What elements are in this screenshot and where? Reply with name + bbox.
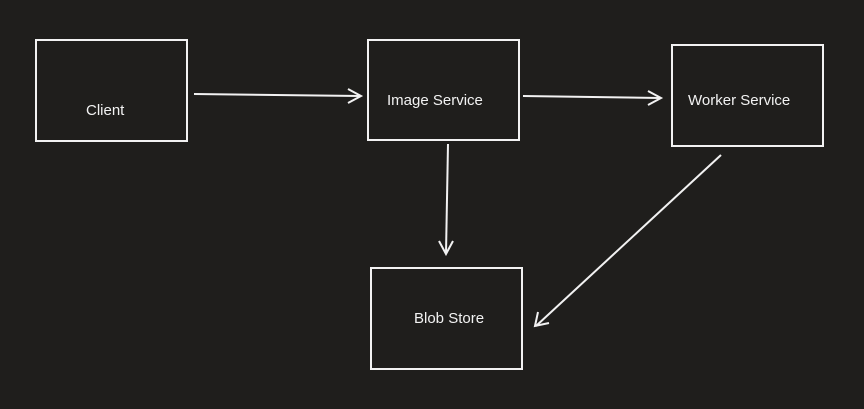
node-client: Client: [35, 39, 188, 142]
arrowhead-icon: [533, 311, 550, 328]
node-client-box: [35, 39, 188, 142]
node-image-service: Image Service: [367, 39, 520, 141]
node-image-service-box: [367, 39, 520, 141]
edge-client-to-image-service-line: [193, 93, 361, 97]
edge-client-to-image-service: [193, 88, 364, 104]
edge-image-service-to-blob-store: [438, 143, 454, 257]
edge-worker-service-to-blob-store-line: [535, 154, 722, 327]
arrowhead-icon: [647, 90, 664, 106]
edge-image-service-to-blob-store-line: [445, 143, 449, 254]
edge-image-service-to-worker-service-line: [522, 95, 661, 99]
node-blob-store-label: Blob Store: [414, 310, 484, 327]
node-image-service-label: Image Service: [387, 92, 483, 109]
edge-image-service-to-worker-service: [522, 90, 664, 106]
node-blob-store-box: [370, 267, 523, 370]
node-worker-service-label: Worker Service: [688, 92, 790, 109]
node-worker-service: Worker Service: [671, 44, 824, 147]
arrowhead-icon: [438, 240, 454, 257]
edge-worker-service-to-blob-store: [533, 154, 722, 328]
node-worker-service-box: [671, 44, 824, 147]
node-client-label: Client: [86, 102, 125, 119]
arrowhead-icon: [347, 88, 364, 104]
node-blob-store: Blob Store: [370, 267, 523, 370]
